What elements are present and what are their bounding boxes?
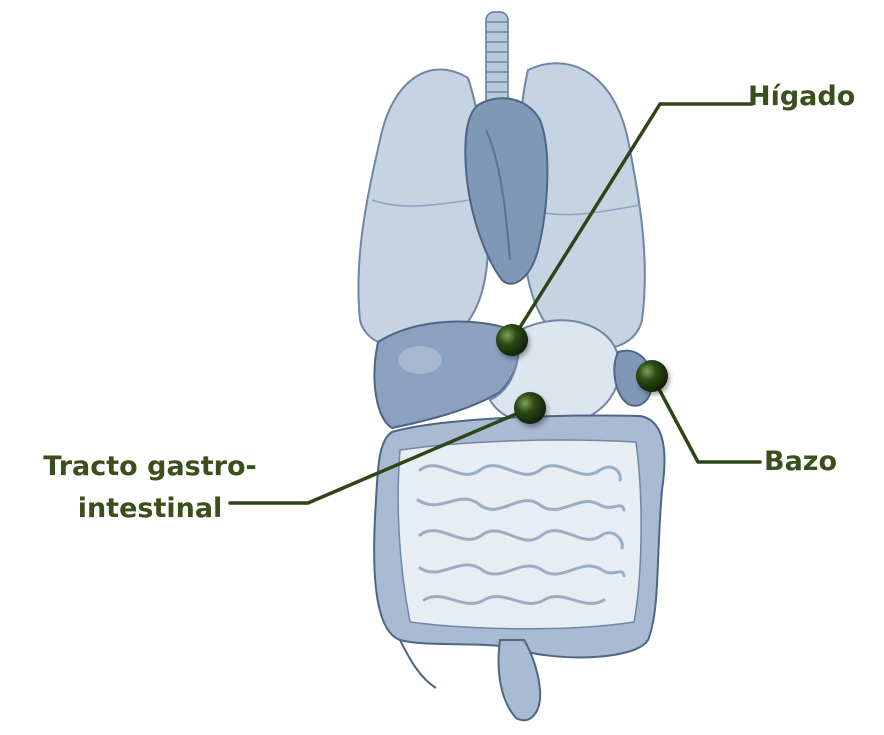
label-gi-line2: intestinal: [25, 488, 275, 530]
marker-gi[interactable]: [514, 392, 546, 424]
marker-spleen[interactable]: [636, 360, 668, 392]
label-gi-tract: Tracto gastro- intestinal: [25, 446, 275, 530]
leader-line-spleen: [652, 376, 760, 462]
label-liver: Hígado: [748, 76, 855, 118]
right-lung: [358, 70, 488, 348]
label-spleen: Bazo: [764, 441, 837, 483]
label-gi-line1: Tracto gastro-: [25, 446, 275, 488]
marker-liver[interactable]: [496, 324, 528, 356]
